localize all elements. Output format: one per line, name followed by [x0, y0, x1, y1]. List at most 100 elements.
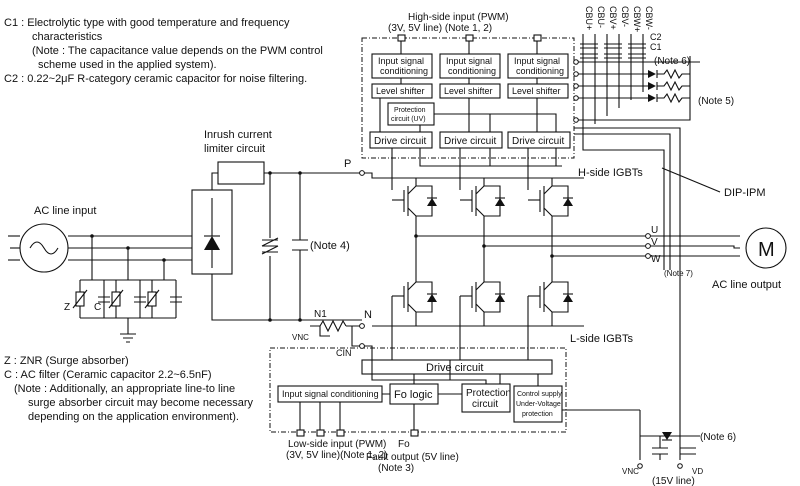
h-igbts-label: H-side IGBTs: [578, 167, 643, 179]
h-level-shifter-u-label: Level shifter: [376, 86, 425, 96]
fault-output-label-line1: Fault output (5V line): [366, 452, 459, 463]
n1-label: N1: [314, 309, 327, 320]
cbw-minus-label: CBW-: [644, 6, 654, 30]
h-input-cond-w-l1: Input signal: [514, 56, 560, 66]
motor-symbol: [745, 227, 787, 269]
v15-label: (15V line): [652, 476, 695, 486]
ctrl-supply-l1: Control supply: [517, 391, 562, 398]
bootstrap-diodes-resistors: [574, 56, 700, 104]
h-side-igbt-u: [392, 185, 437, 217]
ctrl-supply-l3: protection: [522, 411, 553, 418]
motor-label: M: [758, 239, 775, 261]
note-c1-line4: scheme used in the applied system).: [38, 59, 217, 71]
h-drive-circuit-u: [369, 131, 433, 149]
h-drive-w-label: Drive circuit: [512, 136, 564, 147]
p-label: P: [344, 158, 351, 170]
low-input-label-line2: (3V, 5V line)(Note 1, 2): [286, 450, 387, 461]
h-side-igbt-w: [528, 185, 573, 217]
dc-bus-n-rail: [372, 320, 584, 327]
l-protection-l2: circuit: [472, 399, 498, 410]
dip-ipm-pointer: [661, 167, 721, 193]
note-surge-line3: depending on the application environment…: [28, 411, 239, 423]
h-input-cond-v: [439, 53, 501, 79]
note-c1-line3: (Note : The capacitance value depends on…: [32, 45, 323, 57]
n-label: N: [364, 309, 372, 321]
note-surge-line1: (Note : Additionally, an appropriate lin…: [14, 383, 235, 395]
inrush-label-line2: limiter circuit: [204, 143, 265, 155]
note-surge-line2: surge absorber circuit may become necess…: [28, 397, 253, 409]
ac-line-output-label: AC line output: [712, 279, 781, 291]
l-side-gate-wires: [391, 296, 529, 360]
note-c1-line2: characteristics: [32, 31, 103, 43]
control-supply-wiring: [574, 100, 700, 460]
h-level-shifter-w-label: Level shifter: [512, 86, 561, 96]
l-drive-circuit: [361, 359, 553, 375]
l-side-igbt-w: [528, 281, 573, 320]
h-input-cond-u-l2: conditioning: [380, 66, 428, 76]
phase-output-wires: [414, 216, 740, 282]
high-side-internal-wires: [379, 78, 562, 190]
l-protection-block: [461, 383, 511, 413]
fo-logic-label: Fo logic: [394, 389, 433, 401]
z-label: Z: [64, 302, 70, 313]
note5-label: (Note 5): [698, 96, 734, 107]
h-drive-v-label: Drive circuit: [444, 136, 496, 147]
inrush-limiter: [211, 161, 362, 321]
protection-uv-l2: circuit (UV): [391, 116, 426, 123]
vnc-bottom-label: VNC: [622, 467, 639, 476]
note4-label: (Note 4): [310, 240, 350, 252]
l-side-igbt-u: [392, 281, 437, 320]
note7-label: (Note 7): [664, 269, 693, 278]
h-drive-circuit-w: [507, 131, 571, 149]
h-drive-circuit-v: [439, 131, 503, 149]
l-drive-label: Drive circuit: [426, 362, 483, 374]
ac-input-wires: [8, 235, 200, 261]
cbu-plus-label: CBU+: [584, 6, 594, 30]
fault-output-label-line2: (Note 3): [378, 463, 414, 474]
u-label: U: [651, 225, 658, 236]
h-level-shifter-u: [371, 83, 433, 99]
cbv-minus-label: CBV-: [620, 6, 630, 27]
low-side-internal-wires: [299, 345, 640, 432]
c1-label: C1: [650, 42, 662, 52]
h-drive-u-label: Drive circuit: [374, 136, 426, 147]
c-label: C: [94, 302, 101, 313]
cbw-plus-label: CBW+: [632, 6, 642, 32]
high-input-label-line2: (3V, 5V line) (Note 1, 2): [388, 23, 492, 34]
note-c1-line1: C1 : Electrolytic type with good tempera…: [4, 17, 290, 29]
surge-filter-network: [72, 234, 182, 343]
ctrl-supply-l2: Under-Voltage: [516, 401, 561, 408]
h-level-shifter-v: [439, 83, 501, 99]
fo-pin-label: Fo: [398, 439, 410, 450]
note6-bottom-label: (Note 6): [700, 432, 736, 443]
note-ac-filter: C : AC filter (Ceramic capacitor 2.2~6.5…: [4, 369, 212, 381]
v-label: V: [651, 237, 658, 248]
h-input-cond-v-l2: conditioning: [448, 66, 496, 76]
h-input-cond-u-l1: Input signal: [378, 56, 424, 66]
h-side-igbt-v: [460, 185, 505, 217]
l-input-cond-label: Input signal conditioning: [282, 389, 379, 399]
ac-line-input-label: AC line input: [34, 205, 96, 217]
bootstrap-capacitors: [580, 34, 646, 134]
h-level-shifter-v-label: Level shifter: [444, 86, 493, 96]
shunt-resistor: [310, 319, 362, 347]
high-input-pins: [397, 34, 542, 54]
dc-bus-capacitors: [261, 171, 308, 322]
h-input-cond-v-l1: Input signal: [446, 56, 492, 66]
vd-label: VD: [692, 467, 703, 476]
low-input-pins: [296, 429, 419, 437]
bridge-rectifier: [191, 189, 233, 275]
l-protection-l1: Protection: [466, 388, 511, 399]
h-input-cond-w-l2: conditioning: [516, 66, 564, 76]
h-input-cond-u: [371, 53, 433, 79]
note-c2-line: C2 : 0.22~2μF R-category ceramic capacit…: [4, 73, 307, 85]
h-input-cond-w: [507, 53, 569, 79]
dc-bus-p-rail: [362, 172, 584, 186]
cbv-plus-label: CBV+: [608, 6, 618, 30]
l-igbts-label: L-side IGBTs: [570, 333, 633, 345]
w-label: W: [651, 254, 661, 265]
ac-source-symbol: [19, 223, 69, 273]
c2-label: C2: [650, 32, 662, 42]
cbu-minus-label: CBU-: [596, 6, 606, 28]
